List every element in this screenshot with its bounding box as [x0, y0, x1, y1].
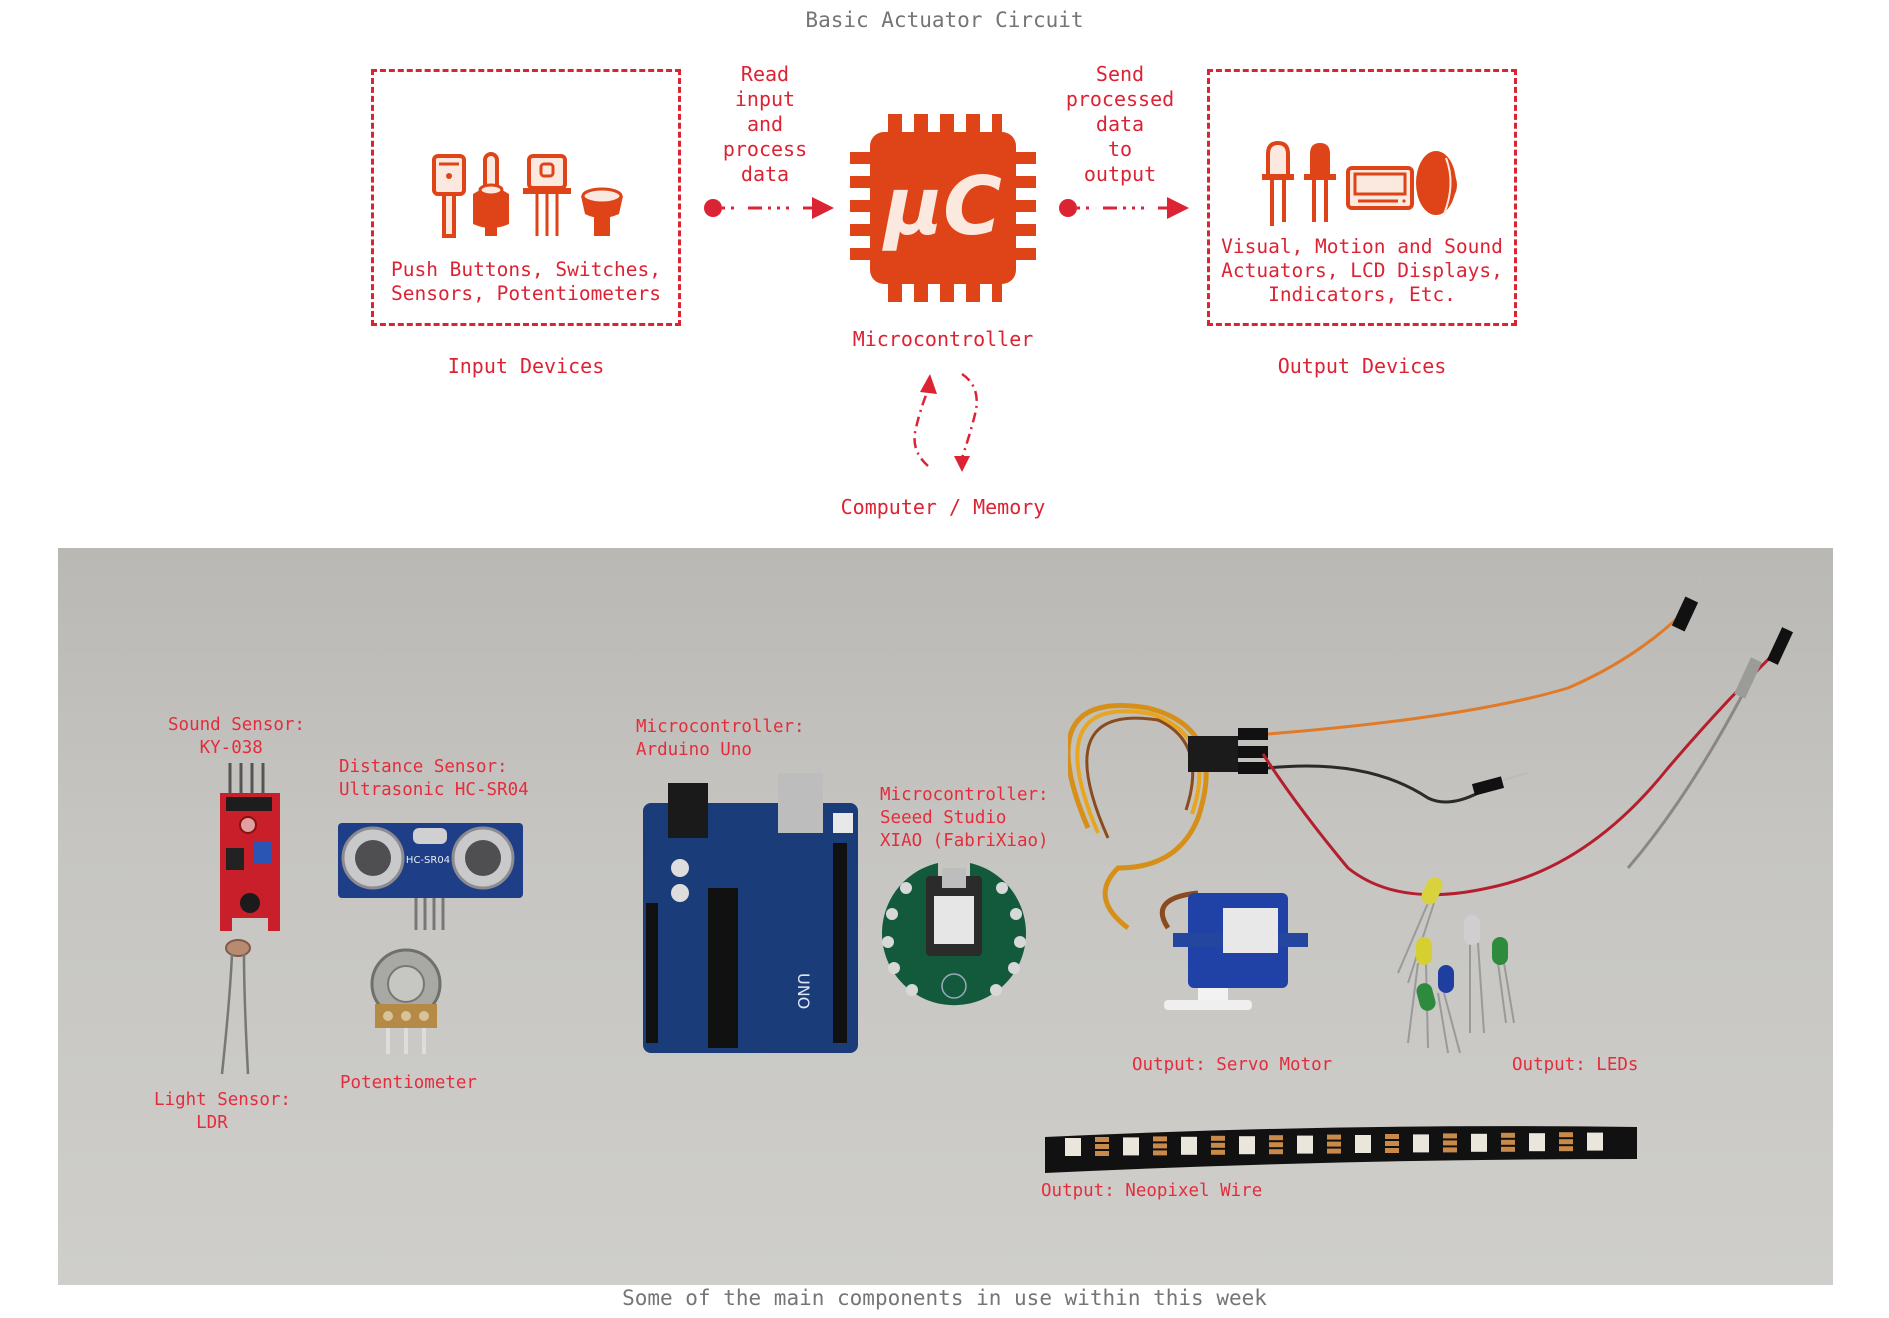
lcd-display-icon	[1346, 166, 1414, 210]
neopixel-resistor	[1327, 1134, 1341, 1140]
neopixel-led	[1587, 1132, 1603, 1151]
flow-out-arrow-icon	[1059, 197, 1189, 219]
leds-assortment	[1397, 877, 1515, 1054]
neopixel-resistor	[1269, 1135, 1283, 1141]
sound-sensor-label: Sound Sensor: KY-038	[168, 715, 305, 758]
diagram-title: Basic Actuator Circuit	[805, 8, 1084, 32]
neopixel-resistor	[1095, 1144, 1109, 1149]
push-button-icon	[432, 154, 466, 238]
arduino-uno-board: UNO	[643, 773, 858, 1053]
memory-loop-arrows-icon	[913, 372, 978, 472]
output-devices-box: Visual, Motion and Sound Actuators, LCD …	[1207, 69, 1517, 326]
neopixel-led	[1065, 1138, 1081, 1156]
speaker-icon	[1416, 151, 1457, 215]
neopixel-resistor	[1153, 1150, 1167, 1156]
toggle-switch-icon	[473, 152, 509, 236]
chip-label: µC	[881, 160, 1002, 253]
jumper-wires	[1068, 573, 1799, 930]
flow-in-text: Read input and process data	[722, 62, 808, 186]
led-outline-icon	[1262, 140, 1294, 226]
input-icons	[432, 152, 623, 238]
transistor-sensor-icon	[523, 154, 571, 236]
arduino-uno-label: Microcontroller: Arduino Uno	[636, 717, 805, 760]
neopixel-resistor	[1153, 1136, 1167, 1142]
neopixel-resistor	[1443, 1140, 1457, 1146]
output-devices-caption: Output Devices	[1277, 354, 1447, 378]
neopixel-resistor	[1095, 1151, 1109, 1156]
neopixel-strip	[1045, 1126, 1637, 1173]
potentiometer-label: Potentiometer	[340, 1073, 477, 1093]
led-filled-icon	[1304, 143, 1336, 222]
neopixel-resistor	[1269, 1149, 1283, 1155]
neopixel-resistor	[1095, 1137, 1109, 1142]
light-sensor-label: Light Sensor: LDR	[154, 1090, 291, 1133]
neopixel-resistor	[1559, 1146, 1573, 1152]
neopixel-resistor	[1327, 1141, 1341, 1147]
neopixel-resistor	[1559, 1132, 1573, 1138]
neopixel-led	[1123, 1137, 1139, 1156]
input-devices-description: Push Buttons, Switches, Sensors, Potenti…	[390, 258, 662, 305]
memory-caption: Computer / Memory	[840, 495, 1046, 519]
neopixel-resistor	[1501, 1132, 1515, 1138]
hc-sr04-board-text: HC-SR04	[406, 855, 450, 866]
seeed-xiao-board	[882, 863, 1026, 1006]
neopixel-resistor	[1443, 1133, 1457, 1139]
photo-caption: Some of the main components in use withi…	[622, 1286, 1267, 1310]
neopixel-resistor	[1385, 1148, 1399, 1153]
xiao-label: Microcontroller: Seeed Studio XIAO (Fabr…	[880, 785, 1049, 851]
neopixel-led	[1413, 1134, 1429, 1153]
neopixel-led	[1297, 1135, 1313, 1154]
neopixel-resistor	[1269, 1142, 1283, 1148]
microcontroller-caption: Microcontroller	[852, 327, 1034, 351]
flow-out-text: Send processed data to output	[1065, 62, 1175, 186]
neopixel-resistor	[1385, 1141, 1399, 1146]
neopixel-resistor	[1501, 1139, 1515, 1145]
neopixel-resistor	[1559, 1139, 1573, 1145]
flow-in-arrow-icon	[704, 197, 834, 219]
neopixel-resistor	[1211, 1142, 1225, 1148]
neopixel-resistor	[1501, 1146, 1515, 1152]
components-photo: Sound Sensor: KY-038 HC-SR04 Distance Se…	[58, 548, 1833, 1285]
input-devices-caption: Input Devices	[447, 354, 605, 378]
servo-motor	[1159, 890, 1308, 1010]
neopixel-led	[1471, 1133, 1487, 1152]
uno-board-text: UNO	[794, 973, 813, 1009]
ultrasonic-sensor-module: HC-SR04	[338, 823, 523, 930]
neopixel-resistor	[1153, 1143, 1167, 1149]
knob-potentiometer-icon	[581, 187, 623, 236]
ldr-light-sensor	[220, 939, 251, 1075]
distance-sensor-label: Distance Sensor: Ultrasonic HC-SR04	[339, 757, 529, 800]
microcontroller-chip-icon: µC	[850, 114, 1036, 302]
neopixel-led	[1239, 1136, 1255, 1155]
neopixel-led	[1355, 1135, 1371, 1153]
neopixel-label: Output: Neopixel Wire	[1041, 1181, 1263, 1201]
neopixel-resistor	[1385, 1134, 1399, 1139]
servo-motor-label: Output: Servo Motor	[1132, 1055, 1333, 1075]
output-icons	[1262, 140, 1457, 226]
neopixel-resistor	[1443, 1147, 1457, 1153]
input-devices-box: Push Buttons, Switches, Sensors, Potenti…	[371, 69, 681, 326]
neopixel-led	[1529, 1133, 1545, 1152]
neopixel-resistor	[1211, 1135, 1225, 1141]
neopixel-resistor	[1211, 1149, 1225, 1155]
neopixel-led	[1181, 1136, 1197, 1155]
leds-label: Output: LEDs	[1512, 1055, 1639, 1075]
sound-sensor-module	[220, 763, 280, 931]
neopixel-resistor	[1327, 1148, 1341, 1154]
output-devices-description: Visual, Motion and Sound Actuators, LCD …	[1221, 235, 1503, 306]
potentiometer-component	[370, 948, 442, 1054]
